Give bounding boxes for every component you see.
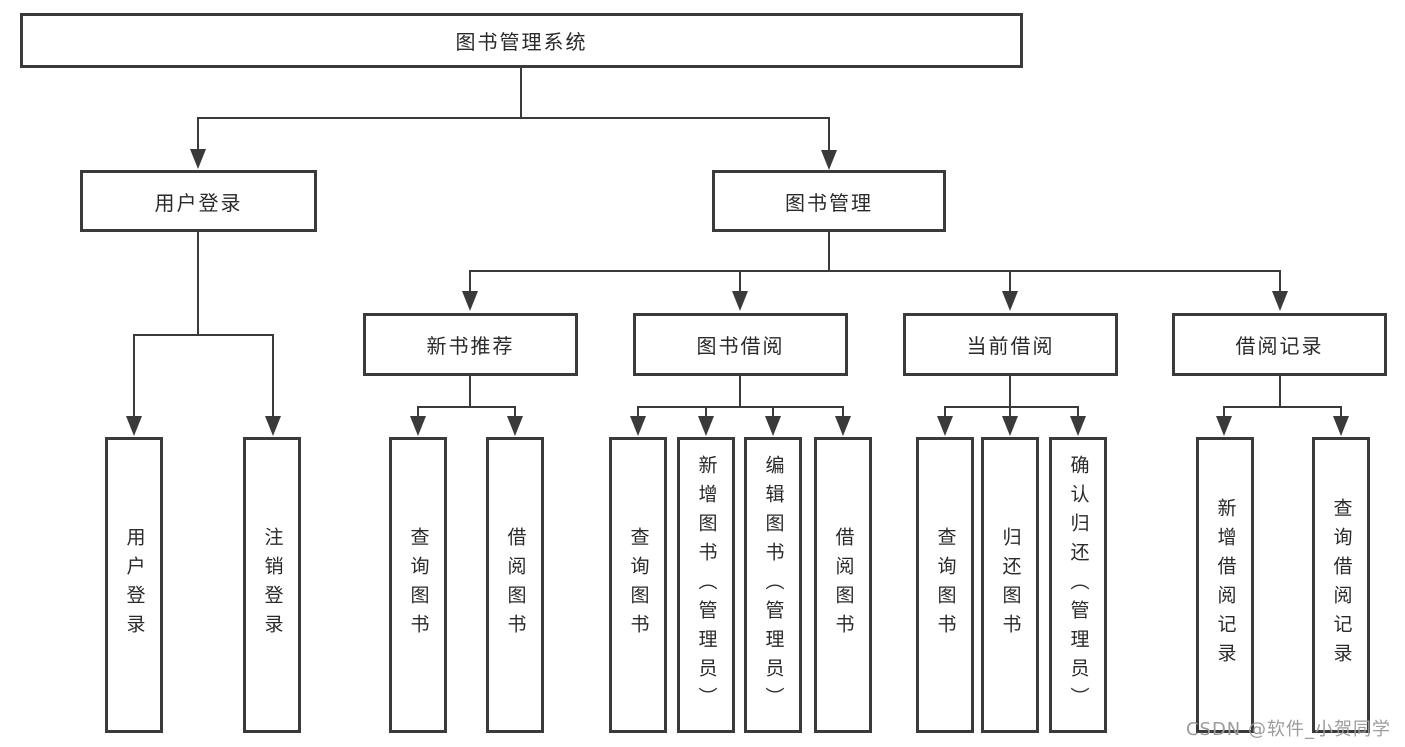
connector-leaf-stem (772, 406, 774, 418)
arrow-down-icon (821, 150, 837, 170)
arrow-down-icon (265, 416, 281, 436)
connector-to-leaf-logout (272, 334, 274, 418)
connector-leaf-stem (514, 406, 516, 418)
arrow-down-icon (126, 416, 142, 436)
leaf-add-books-admin: 新增图书（管理员） (677, 437, 735, 733)
connector-newbook-rail (418, 406, 516, 408)
leaf-logout-label: 注销登录 (261, 527, 284, 643)
arrow-down-icon (630, 416, 646, 436)
connector-leaf-stem (705, 406, 707, 418)
node-user-login: 用户登录 (80, 170, 317, 232)
connector-leaf-stem (417, 406, 419, 418)
connector-user-login-rail (134, 334, 274, 336)
connector-to-borrow-records (1279, 270, 1281, 292)
connector-bookborrow-stem (739, 376, 741, 408)
connector-user-login-stem (197, 232, 199, 336)
node-root: 图书管理系统 (20, 13, 1023, 68)
connector-to-new-book-recommend (469, 270, 471, 292)
node-book-borrow-label: 图书借阅 (696, 334, 785, 358)
leaf-borrow-borrow-books: 借阅图书 (814, 437, 872, 733)
leaf-borrow-query-books: 查询图书 (609, 437, 667, 733)
arrow-down-icon (462, 291, 478, 311)
watermark: CSDN @软件_小贺同学 (1185, 719, 1391, 740)
leaf-current-query-books: 查询图书 (916, 437, 974, 733)
connector-leaf-stem (637, 406, 639, 418)
connector-borrowrecords-stem (1279, 376, 1281, 408)
leaf-return-books: 归还图书 (981, 437, 1039, 733)
connector-to-book-management (828, 117, 830, 151)
connector-to-book-borrow (739, 270, 741, 292)
connector-borrowrecords-rail (1224, 406, 1342, 408)
node-book-borrow: 图书借阅 (633, 313, 848, 376)
node-book-management: 图书管理 (712, 170, 946, 232)
arrow-down-icon (835, 416, 851, 436)
leaf-newbook-query-books-label: 查询图书 (407, 527, 430, 643)
arrow-down-icon (1272, 291, 1288, 311)
node-borrow-records: 借阅记录 (1172, 313, 1387, 376)
node-borrow-records-label: 借阅记录 (1235, 334, 1324, 358)
node-current-borrow-label: 当前借阅 (966, 334, 1055, 358)
connector-to-current-borrow (1009, 270, 1011, 292)
leaf-borrow-borrow-books-label: 借阅图书 (832, 527, 855, 643)
leaf-current-query-books-label: 查询图书 (934, 527, 957, 643)
leaf-confirm-return-admin-label: 确认归还（管理员） (1067, 454, 1090, 716)
connector-leaf-stem (1340, 406, 1342, 418)
arrow-down-icon (765, 416, 781, 436)
arrow-down-icon (1002, 416, 1018, 436)
leaf-edit-books-admin: 编辑图书（管理员） (744, 437, 802, 733)
arrow-down-icon (1002, 291, 1018, 311)
node-new-book-recommend-label: 新书推荐 (426, 334, 515, 358)
leaf-logout: 注销登录 (243, 437, 301, 733)
leaf-user-login: 用户登录 (105, 437, 163, 733)
node-root-label: 图书管理系统 (455, 30, 588, 54)
leaf-user-login-label: 用户登录 (123, 527, 146, 643)
node-new-book-recommend: 新书推荐 (363, 313, 578, 376)
arrow-down-icon (732, 291, 748, 311)
arrow-down-icon (1333, 416, 1349, 436)
connector-leaf-stem (1223, 406, 1225, 418)
leaf-newbook-borrow-books: 借阅图书 (486, 437, 544, 733)
node-book-management-label: 图书管理 (785, 190, 873, 215)
leaf-add-borrow-record: 新增借阅记录 (1196, 437, 1254, 733)
connector-currentborrow-stem (1009, 376, 1011, 408)
leaf-query-borrow-record: 查询借阅记录 (1312, 437, 1370, 733)
connector-bookborrow-rail (638, 406, 844, 408)
arrow-down-icon (410, 416, 426, 436)
leaf-return-books-label: 归还图书 (999, 527, 1022, 643)
leaf-newbook-borrow-books-label: 借阅图书 (504, 527, 527, 643)
connector-leaf-stem (944, 406, 946, 418)
connector-book-management-stem (828, 232, 830, 272)
connector-newbook-stem (469, 376, 471, 408)
leaf-edit-books-admin-label: 编辑图书（管理员） (762, 454, 785, 716)
connector-book-management-rail (470, 270, 1281, 272)
arrow-down-icon (937, 416, 953, 436)
leaf-borrow-query-books-label: 查询图书 (627, 527, 650, 643)
connector-leaf-stem (1077, 406, 1079, 418)
leaf-add-borrow-record-label: 新增借阅记录 (1214, 498, 1237, 672)
connector-root-rail (198, 117, 830, 119)
leaf-confirm-return-admin: 确认归还（管理员） (1049, 437, 1107, 733)
connector-to-leaf-user-login (133, 334, 135, 418)
node-current-borrow: 当前借阅 (903, 313, 1118, 376)
connector-to-user-login (197, 117, 199, 151)
leaf-add-books-admin-label: 新增图书（管理员） (695, 454, 718, 716)
connector-currentborrow-rail (945, 406, 1079, 408)
connector-root-stem (520, 68, 522, 118)
connector-leaf-stem (1009, 406, 1011, 418)
arrow-down-icon (190, 149, 206, 169)
arrow-down-icon (1070, 416, 1086, 436)
leaf-newbook-query-books: 查询图书 (389, 437, 447, 733)
connector-leaf-stem (842, 406, 844, 418)
arrow-down-icon (698, 416, 714, 436)
leaf-query-borrow-record-label: 查询借阅记录 (1330, 498, 1353, 672)
node-user-login-label: 用户登录 (154, 190, 243, 215)
arrow-down-icon (507, 416, 523, 436)
arrow-down-icon (1216, 416, 1232, 436)
